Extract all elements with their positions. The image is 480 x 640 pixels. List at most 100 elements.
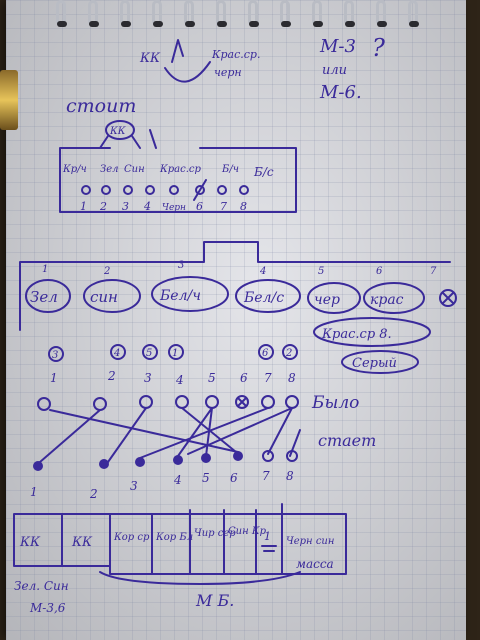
- becomes-pins: [33, 450, 298, 471]
- bottom-cell-2: КК: [71, 535, 93, 550]
- rewiring-arrows: [39, 407, 301, 463]
- background-lamp: [0, 70, 18, 130]
- top-box-number-2: 2: [99, 200, 107, 213]
- middle-number-3: 3: [178, 260, 184, 271]
- top-box-number-7: 7: [220, 200, 227, 213]
- side-note-2: Серый: [352, 356, 397, 371]
- was-label: Было: [311, 393, 359, 413]
- circled-2: 4: [113, 348, 120, 359]
- spiral-binding: [50, 0, 430, 28]
- spiral-ring: [280, 0, 291, 27]
- connector-curve: [164, 61, 211, 83]
- bottom-center-label: М Б.: [195, 591, 234, 610]
- row-number-1: 1: [50, 371, 58, 385]
- circled-3: 5: [146, 348, 152, 359]
- question-mark: ?: [372, 34, 385, 62]
- bottom-cell-3: Кор ср: [113, 532, 150, 543]
- bottom-number-1: 1: [30, 485, 38, 499]
- middle-connector-box: [19, 241, 451, 331]
- top-connector-box: [59, 147, 297, 213]
- arrow-up: [171, 39, 184, 63]
- bottom-number-4: 4: [173, 473, 182, 487]
- spiral-ring: [344, 0, 355, 27]
- pill-6: крас: [370, 292, 404, 308]
- circled-5: 6: [262, 348, 269, 359]
- bottom-number-5: 5: [202, 471, 210, 485]
- top-box-number-6: 6: [196, 200, 203, 213]
- bottom-cell-dividers: [61, 503, 283, 575]
- bottom-number-3: 3: [130, 479, 138, 493]
- bottom-cell-4: Кор Бл: [155, 532, 193, 543]
- spiral-ring: [376, 0, 387, 27]
- top-box-label-2: Зел: [100, 164, 119, 175]
- bottom-cell-8: Черн син: [286, 536, 334, 547]
- side-note-1: Крас.ср 8.: [321, 327, 392, 342]
- spiral-ring: [184, 0, 195, 27]
- unused-pin-x: [439, 289, 457, 307]
- top-note-left: КК: [139, 51, 161, 66]
- middle-number-6: 6: [376, 266, 383, 277]
- spiral-ring: [248, 0, 259, 27]
- circled-1: 3: [52, 350, 58, 361]
- pill-outline-3: [151, 276, 229, 312]
- bottom-number-6: 6: [230, 471, 238, 485]
- side-note-outline-1: [313, 317, 431, 347]
- stands-label: стоит: [66, 95, 136, 117]
- top-box-number-3: 3: [122, 200, 129, 213]
- ground-icon: [261, 545, 277, 552]
- spiral-ring: [216, 0, 227, 27]
- top-box-label-5: Б/ч: [221, 164, 239, 175]
- pill-3: Бел/ч: [159, 288, 201, 304]
- was-pins: [37, 395, 299, 411]
- spiral-ring: [312, 0, 323, 27]
- row-number-2: 2: [107, 369, 116, 383]
- pill-outline-4: [235, 279, 301, 313]
- middle-number-4: 4: [259, 266, 266, 277]
- bottom-brace: [99, 571, 301, 585]
- row-number-7: 7: [264, 371, 272, 385]
- notebook-page: [6, 0, 466, 640]
- top-box-number-5: Черн: [162, 203, 186, 213]
- middle-number-1: 1: [42, 264, 48, 275]
- top-box-number-4: 4: [143, 200, 151, 213]
- spiral-ring: [88, 0, 99, 27]
- pill-1: Зел: [30, 288, 58, 306]
- spiral-ring: [56, 0, 67, 27]
- bottom-number-2: 2: [89, 487, 98, 501]
- question-line-3: М-6.: [319, 82, 362, 103]
- spiral-ring: [152, 0, 163, 27]
- kk-badge: КК: [109, 126, 126, 137]
- bottom-left-note-1: Зел. Син: [14, 579, 69, 593]
- row-number-8: 8: [288, 371, 296, 385]
- bottom-cell-7: 1: [264, 530, 271, 543]
- top-box-label-3: Син: [124, 164, 145, 175]
- badge-legs: [99, 129, 157, 149]
- bottom-cell-6: Син Кр: [228, 526, 267, 537]
- bottom-cell-5: Чир сер: [194, 528, 236, 539]
- kk-badge-outline: [105, 120, 135, 140]
- bottom-cell-1: КК: [19, 535, 41, 550]
- spiral-ring: [408, 0, 419, 27]
- pill-4: Бел/с: [243, 290, 284, 306]
- top-box-label-1: Кр/ч: [62, 164, 87, 175]
- bottom-number-7: 7: [262, 469, 270, 483]
- row-number-3: 3: [144, 371, 152, 385]
- row-number-5: 5: [208, 371, 216, 385]
- question-line-2: или: [322, 63, 347, 78]
- side-note-outline-2: [341, 350, 419, 374]
- row-number-4: 4: [175, 373, 184, 387]
- bottom-left-note-2: М-3,6: [29, 601, 66, 615]
- middle-number-7: 7: [430, 266, 437, 277]
- pill-outline-5: [307, 282, 361, 314]
- top-box-label-6: Б/с: [253, 165, 274, 179]
- circled-4: 1: [172, 348, 178, 359]
- bottom-number-8: 8: [286, 469, 294, 483]
- bottom-connector-box: [13, 513, 347, 575]
- top-box-number-1: 1: [80, 200, 87, 213]
- top-box-number-8: 8: [240, 200, 247, 213]
- pill-outline-2: [83, 279, 141, 313]
- question-line-1: М-3: [319, 36, 356, 57]
- top-note-right-top: Крас.ср.: [211, 48, 260, 61]
- pill-outline-6: [363, 282, 425, 314]
